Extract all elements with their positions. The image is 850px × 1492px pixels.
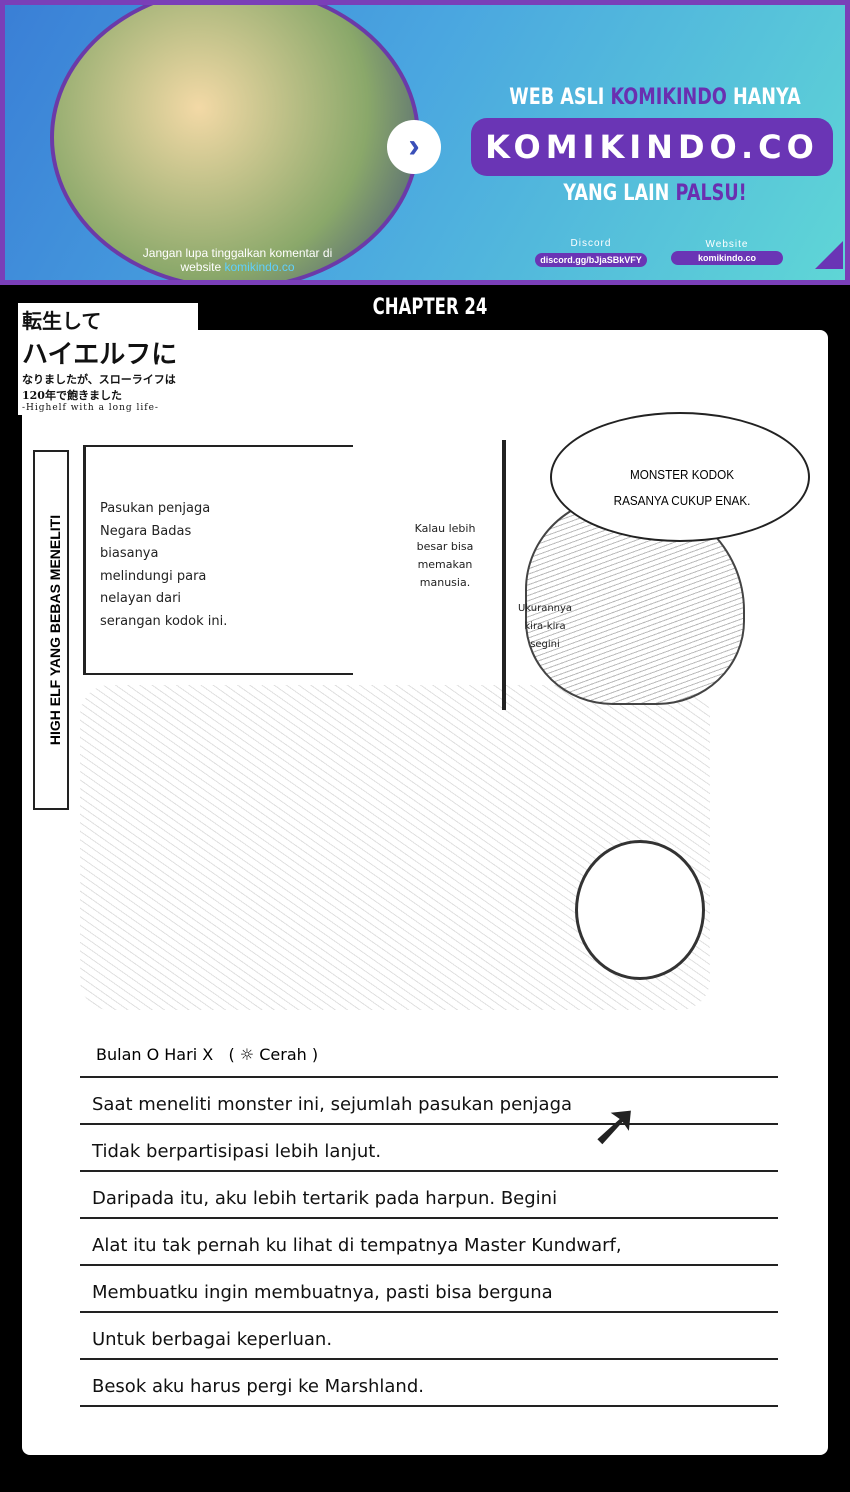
banner-artwork (50, 5, 420, 280)
logo-line: ハイエルフに (22, 340, 178, 370)
series-logo: 転生して ハイエルフに なりましたが、スローライフは120年で飽きました -Hi… (18, 303, 198, 415)
potion-bottle-illustration (575, 840, 705, 980)
comment-link[interactable]: komikindo.co (224, 260, 295, 274)
speech-bubble: MONSTER KODOK RASANYA CUKUP ENAK. (550, 412, 810, 542)
diary-weather: Cerah (259, 1045, 307, 1064)
subheadline-text: YANG LAIN (563, 181, 676, 206)
diary-line: Besok aku harus pergi ke Marshland. (80, 1360, 778, 1407)
headline-brand: KOMIKINDO (610, 85, 727, 110)
note-scale: Ukurannya kira-kira segini (517, 603, 573, 650)
banner-headline: WEB ASLI KOMIKINDO HANYA (507, 85, 803, 111)
comic-page: CHAPTER 24 転生して ハイエルフに なりましたが、スローライフは120… (0, 285, 850, 1492)
logo-line: 転生して (22, 309, 102, 333)
diary-line: Saat meneliti monster ini, sejumlah pasu… (80, 1078, 778, 1125)
diary-date: Bulan O Hari X (96, 1045, 214, 1064)
side-title-box: HIGH ELF YANG BEBAS MENELITI (33, 450, 69, 810)
site-pill[interactable]: KOMIKINDO.CO (471, 118, 833, 176)
scale-ruler (502, 440, 506, 710)
banner-subheadline: YANG LAIN PALSU! (507, 181, 803, 207)
note-bracket (83, 445, 353, 675)
side-title: HIGH ELF YANG BEBAS MENELITI (47, 514, 63, 746)
logo-line: なりましたが、スローライフは120年で飽きました (22, 373, 176, 402)
diary-line: Alat itu tak pernah ku lihat di tempatny… (80, 1219, 778, 1266)
headline-text: WEB ASLI (509, 85, 611, 110)
corner-triangle-icon (815, 241, 843, 269)
website-label: Website (705, 239, 749, 250)
website-link[interactable]: komikindo.co (671, 251, 783, 265)
headline-text: HANYA (726, 85, 801, 110)
note-guard: Pasukan penjaga Negara Badas biasanya me… (100, 501, 228, 629)
harpoon-sketch-icon: ➚ (590, 1091, 641, 1158)
promo-banner: › WEB ASLI KOMIKINDO HANYA KOMIKINDO.CO … (0, 0, 850, 285)
logo-line: -Highelf with a long life- (22, 403, 159, 413)
comment-reminder: Jangan lupa tinggalkan komentar di websi… (125, 246, 350, 274)
discord-link[interactable]: discord.gg/bJjaSBkVFY (535, 253, 647, 267)
note-size: Kalau lebih besar bisa memakan manusia. (414, 522, 476, 589)
discord-label: Discord (570, 238, 612, 249)
chapter-title: CHAPTER 24 (372, 295, 488, 320)
diary-line: Membuatku ingin membuatnya, pasti bisa b… (80, 1266, 778, 1313)
diary-line: Daripada itu, aku lebih tertarik pada ha… (80, 1172, 778, 1219)
bubble-text: MONSTER KODOK RASANYA CUKUP ENAK. (613, 467, 751, 508)
diary-line: Tidak berpartisipasi lebih lanjut. (80, 1125, 778, 1172)
diary-entry: Bulan O Hari X ( ☼ Cerah ) Saat meneliti… (80, 1030, 778, 1407)
subheadline-accent: PALSU! (675, 181, 747, 206)
chevron-right-icon[interactable]: › (387, 120, 441, 174)
diary-line: Untuk berbagai keperluan. (80, 1313, 778, 1360)
comment-text: Jangan lupa tinggalkan komentar di websi… (142, 246, 333, 274)
diary-date-row: Bulan O Hari X ( ☼ Cerah ) (80, 1030, 778, 1078)
sun-icon: ☼ (239, 1045, 255, 1064)
